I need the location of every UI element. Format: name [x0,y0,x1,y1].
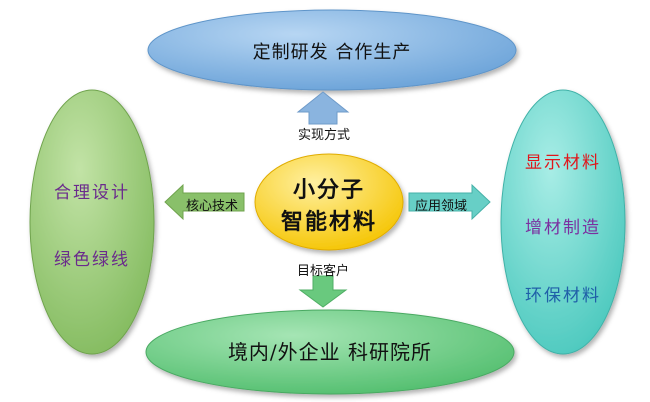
down-arrow-label: 目标客户 [296,264,349,279]
right-item-2: 增材制造 [525,218,601,238]
left-ellipse [29,89,155,355]
left-item-2: 绿色绿线 [54,250,130,270]
bottom-ellipse [145,309,515,395]
top-ellipse [147,9,517,91]
center-ellipse [254,153,404,251]
up-arrow-label: 实现方式 [297,128,350,143]
up-arrow [296,91,350,125]
left-item-1: 合理设计 [54,183,130,203]
right-arrow [408,183,491,221]
bottom-text: 境内/外企业 科研院所 [227,340,433,364]
left-arrow [164,183,245,221]
center-line2: 智能材料 [280,209,377,235]
right-item-1: 显示材料 [525,153,601,173]
center-line1: 小分子 [292,177,365,203]
right-arrow-label: 应用领域 [414,199,467,214]
down-arrow [298,275,348,308]
right-item-3: 环保材料 [525,286,601,306]
right-ellipse [500,89,626,355]
left-arrow-label: 核心技术 [185,199,238,214]
top-text: 定制研发 合作生产 [252,42,412,63]
